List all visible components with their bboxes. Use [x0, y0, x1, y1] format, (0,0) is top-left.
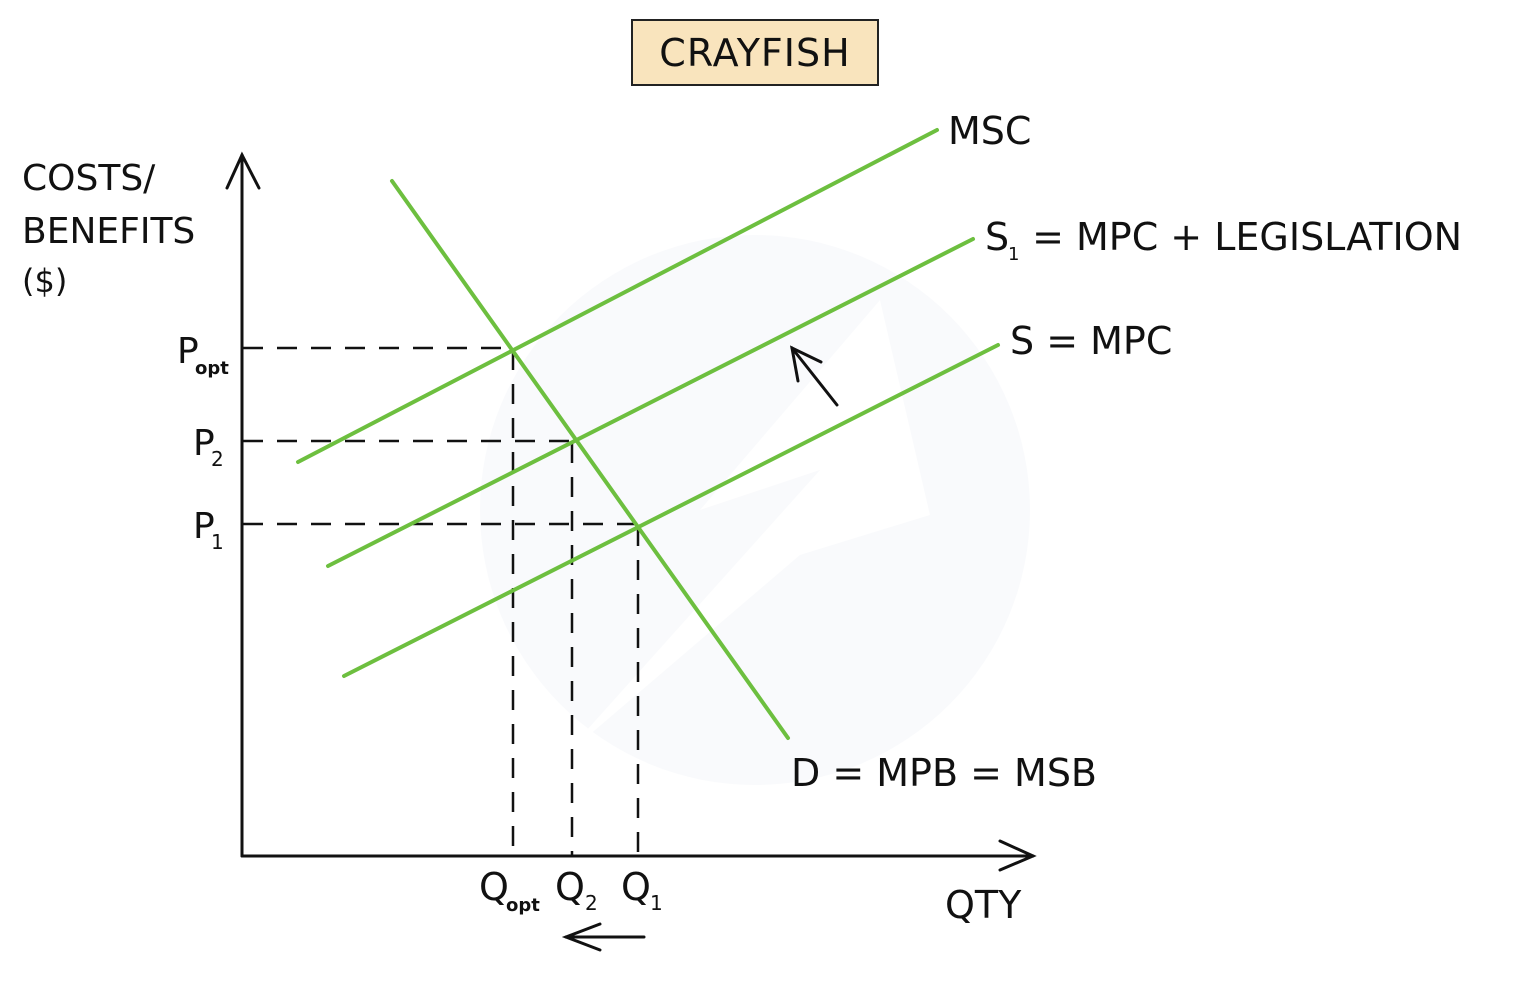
- svg-text:1: 1: [650, 891, 663, 915]
- msc-curve: [296, 128, 939, 464]
- svg-text:opt: opt: [195, 358, 229, 379]
- svg-text:Q: Q: [621, 865, 651, 909]
- demand-label: D = MPB = MSB: [791, 751, 1097, 795]
- msc-label: MSC: [948, 109, 1031, 153]
- watermark-logo-icon: [480, 235, 1030, 785]
- svg-text:1: 1: [1008, 244, 1019, 265]
- svg-text:P: P: [193, 423, 215, 464]
- dashed-guides: [243, 346, 640, 855]
- svg-text:P: P: [193, 506, 215, 547]
- x-axis-label: QTY: [945, 883, 1022, 927]
- svg-text:2: 2: [585, 891, 598, 915]
- quantity-label-qopt: Q opt: [479, 865, 540, 916]
- s-curve: [342, 343, 1000, 678]
- quantity-label-q2: Q 2: [555, 865, 598, 915]
- svg-text:Q: Q: [479, 865, 509, 909]
- price-label-p2: P 2: [193, 423, 224, 471]
- axes: [225, 151, 1037, 872]
- svg-text:2: 2: [211, 447, 224, 471]
- price-label-popt: P opt: [177, 331, 229, 379]
- price-label-p1: P 1: [193, 506, 224, 554]
- svg-text:P: P: [177, 331, 199, 372]
- svg-text:S: S: [985, 215, 1009, 259]
- y-axis-label-line-2: BENEFITS: [22, 211, 195, 252]
- demand-curve: [390, 179, 790, 740]
- s1-curve: [326, 237, 975, 568]
- chart-title: CRAYFISH: [631, 19, 879, 86]
- quantity-decrease-arrow-icon: [561, 922, 646, 952]
- svg-text:opt: opt: [506, 895, 540, 916]
- y-axis-arrow-icon: [225, 151, 261, 190]
- supply-shift-arrow-icon: [789, 345, 839, 407]
- svg-text:Q: Q: [555, 865, 585, 909]
- s-label: S = MPC: [1010, 319, 1172, 363]
- y-axis-label-line-3: ($): [22, 262, 67, 300]
- y-axis-label-line-1: COSTS/: [22, 158, 156, 199]
- s1-label: S 1 = MPC + LEGISLATION: [985, 215, 1462, 265]
- quantity-label-q1: Q 1: [621, 865, 663, 915]
- x-axis-arrow-icon: [998, 839, 1037, 872]
- svg-text:1: 1: [211, 530, 224, 554]
- svg-text:= MPC + LEGISLATION: = MPC + LEGISLATION: [1020, 215, 1462, 259]
